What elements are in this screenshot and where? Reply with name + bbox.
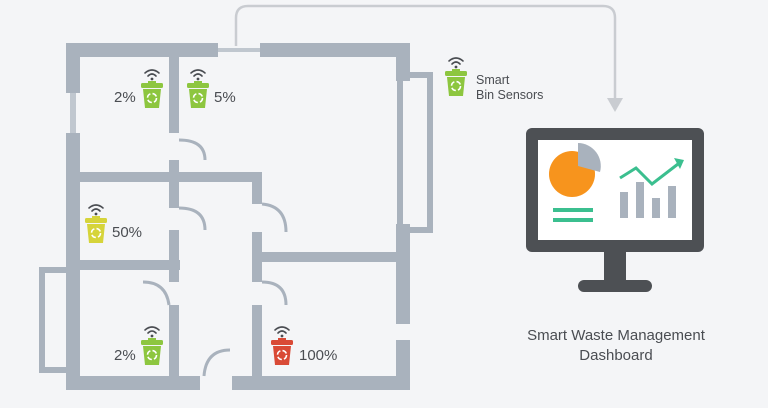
arrow-head: [607, 98, 623, 112]
dashboard-bar-2: [636, 182, 644, 218]
wifi-icon: [190, 69, 206, 81]
wifi-icon: [88, 204, 104, 216]
recycle-icon: [146, 349, 158, 361]
dashboard-title: Smart Waste Management Dashboard: [496, 326, 736, 366]
wall-interior-v2: [252, 172, 262, 204]
bin-lid: [271, 340, 293, 345]
wall-top-left: [66, 43, 218, 57]
dashboard-bar-1: [620, 192, 628, 218]
wall-right-mid: [396, 224, 410, 324]
wall-left-top: [66, 43, 80, 93]
bin-lid: [445, 71, 467, 76]
bin-body: [143, 89, 161, 108]
legend-line-2: Bin Sensors: [476, 88, 544, 102]
recycle-icon: [146, 92, 158, 104]
bin-body: [87, 224, 105, 243]
wifi-icon: [144, 69, 160, 81]
wall-interior-v1: [169, 43, 179, 133]
bin-sensor-1: [141, 69, 163, 108]
bin-sensor-4: [141, 326, 163, 365]
wall-interior-v2c: [252, 305, 262, 390]
wall-bottom-right: [232, 376, 410, 390]
wall-left-mid: [66, 133, 80, 273]
wall-interior-h1: [66, 172, 260, 182]
bin-handle: [148, 81, 156, 84]
recycle-icon: [450, 80, 462, 92]
bin-label-2: 5%: [214, 89, 236, 106]
bin-lid: [141, 83, 163, 88]
wall-interior-v1c: [169, 230, 179, 282]
bin-label-3: 50%: [112, 224, 143, 241]
monitor-neck: [604, 252, 626, 282]
dashboard-trend-line: [619, 162, 679, 186]
monitor-base: [578, 280, 652, 292]
bin-label-1: 2%: [114, 89, 136, 106]
connection-arrow: [234, 4, 617, 100]
window-lower-left: [39, 267, 75, 373]
wifi-icon: [448, 57, 464, 69]
dashboard-title-line-1: Smart Waste Management: [527, 327, 705, 344]
door-top: [218, 48, 260, 52]
wifi-icon: [274, 326, 290, 338]
bin-handle: [194, 81, 202, 84]
bin-handle: [278, 338, 286, 341]
recycle-icon: [276, 349, 288, 361]
bin-lid: [187, 83, 209, 88]
trend-arrow-head: [674, 158, 684, 169]
legend-line-1: Smart: [476, 73, 510, 87]
dashboard-line-1: [553, 208, 593, 212]
wall-interior-h3: [252, 252, 410, 262]
floor-plan: [39, 43, 433, 390]
bin-sensor-3: [85, 204, 107, 243]
wall-right-top: [396, 43, 410, 81]
dashboard-monitor: [526, 128, 704, 292]
recycle-icon: [192, 92, 204, 104]
bin-handle: [452, 69, 460, 72]
bin-handle: [92, 216, 100, 219]
bin-label-4: 2%: [114, 347, 136, 364]
wall-right-bottom: [396, 340, 410, 390]
bin-label-5: 100%: [299, 347, 338, 364]
legend-bin-icon: [445, 57, 467, 96]
window-right: [397, 72, 433, 233]
pie-chart-slice: [578, 143, 601, 172]
legend-label: Smart Bin Sensors: [476, 73, 543, 103]
door-arcs: [142, 138, 288, 377]
bin-sensor-2: [187, 69, 209, 108]
recycle-icon: [90, 227, 102, 239]
bins-layer: [85, 57, 467, 365]
dashboard-bar-3: [652, 198, 660, 218]
wall-interior-h2: [66, 260, 180, 270]
bin-handle: [148, 338, 156, 341]
bin-lid: [141, 340, 163, 345]
bin-body: [189, 89, 207, 108]
dashboard-title-line-2: Dashboard: [579, 347, 653, 364]
dashboard-bar-4: [668, 186, 676, 218]
wifi-icon: [144, 326, 160, 338]
bin-sensor-5: [271, 326, 293, 365]
window-left-top: [70, 93, 76, 133]
bin-body: [143, 346, 161, 365]
bin-body: [273, 346, 291, 365]
wall-top-right: [260, 43, 410, 57]
wall-interior-v1d: [169, 305, 179, 390]
wall-interior-v1b: [169, 160, 179, 208]
wall-bottom-left: [66, 376, 200, 390]
bin-lid: [85, 218, 107, 223]
bin-body: [447, 77, 465, 96]
dashboard-line-2: [553, 218, 593, 222]
